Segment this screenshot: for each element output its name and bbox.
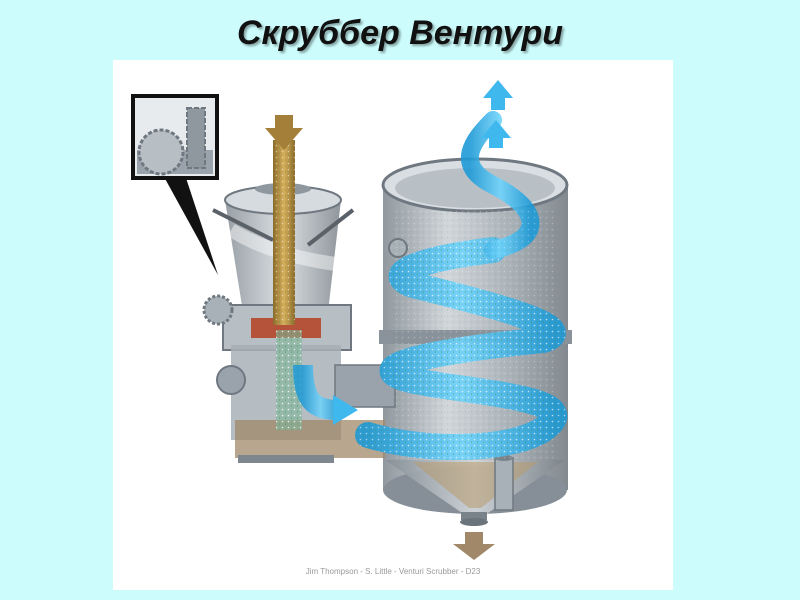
hopper-cone <box>385 455 565 526</box>
droplet-spray <box>393 210 558 460</box>
up-arrow-icon <box>483 80 513 98</box>
sludge-outlet-arrow <box>453 532 495 560</box>
wet-particle-stream <box>276 330 302 430</box>
venturi-scrubber-figure: Jim Thompson - S. Little - Venturi Scrub… <box>113 60 673 590</box>
slide-title: Скруббер Вентури <box>236 14 564 52</box>
down-arrow-icon <box>453 544 495 560</box>
up-arrow-icon <box>481 120 511 138</box>
right-arrow-icon <box>333 395 358 425</box>
image-credit: Jim Thompson - S. Little - Venturi Scrub… <box>305 567 481 576</box>
gear-detail-callout <box>131 94 219 275</box>
dirty-gas-inlet-stream <box>265 115 303 325</box>
clean-gas-outlet-arrows <box>481 80 513 148</box>
venturi-scrubber-illustration <box>131 80 572 560</box>
gas-flow-arrow-into-vessel <box>293 364 358 425</box>
venturi-throat <box>251 318 321 338</box>
down-arrow-icon <box>265 128 303 150</box>
